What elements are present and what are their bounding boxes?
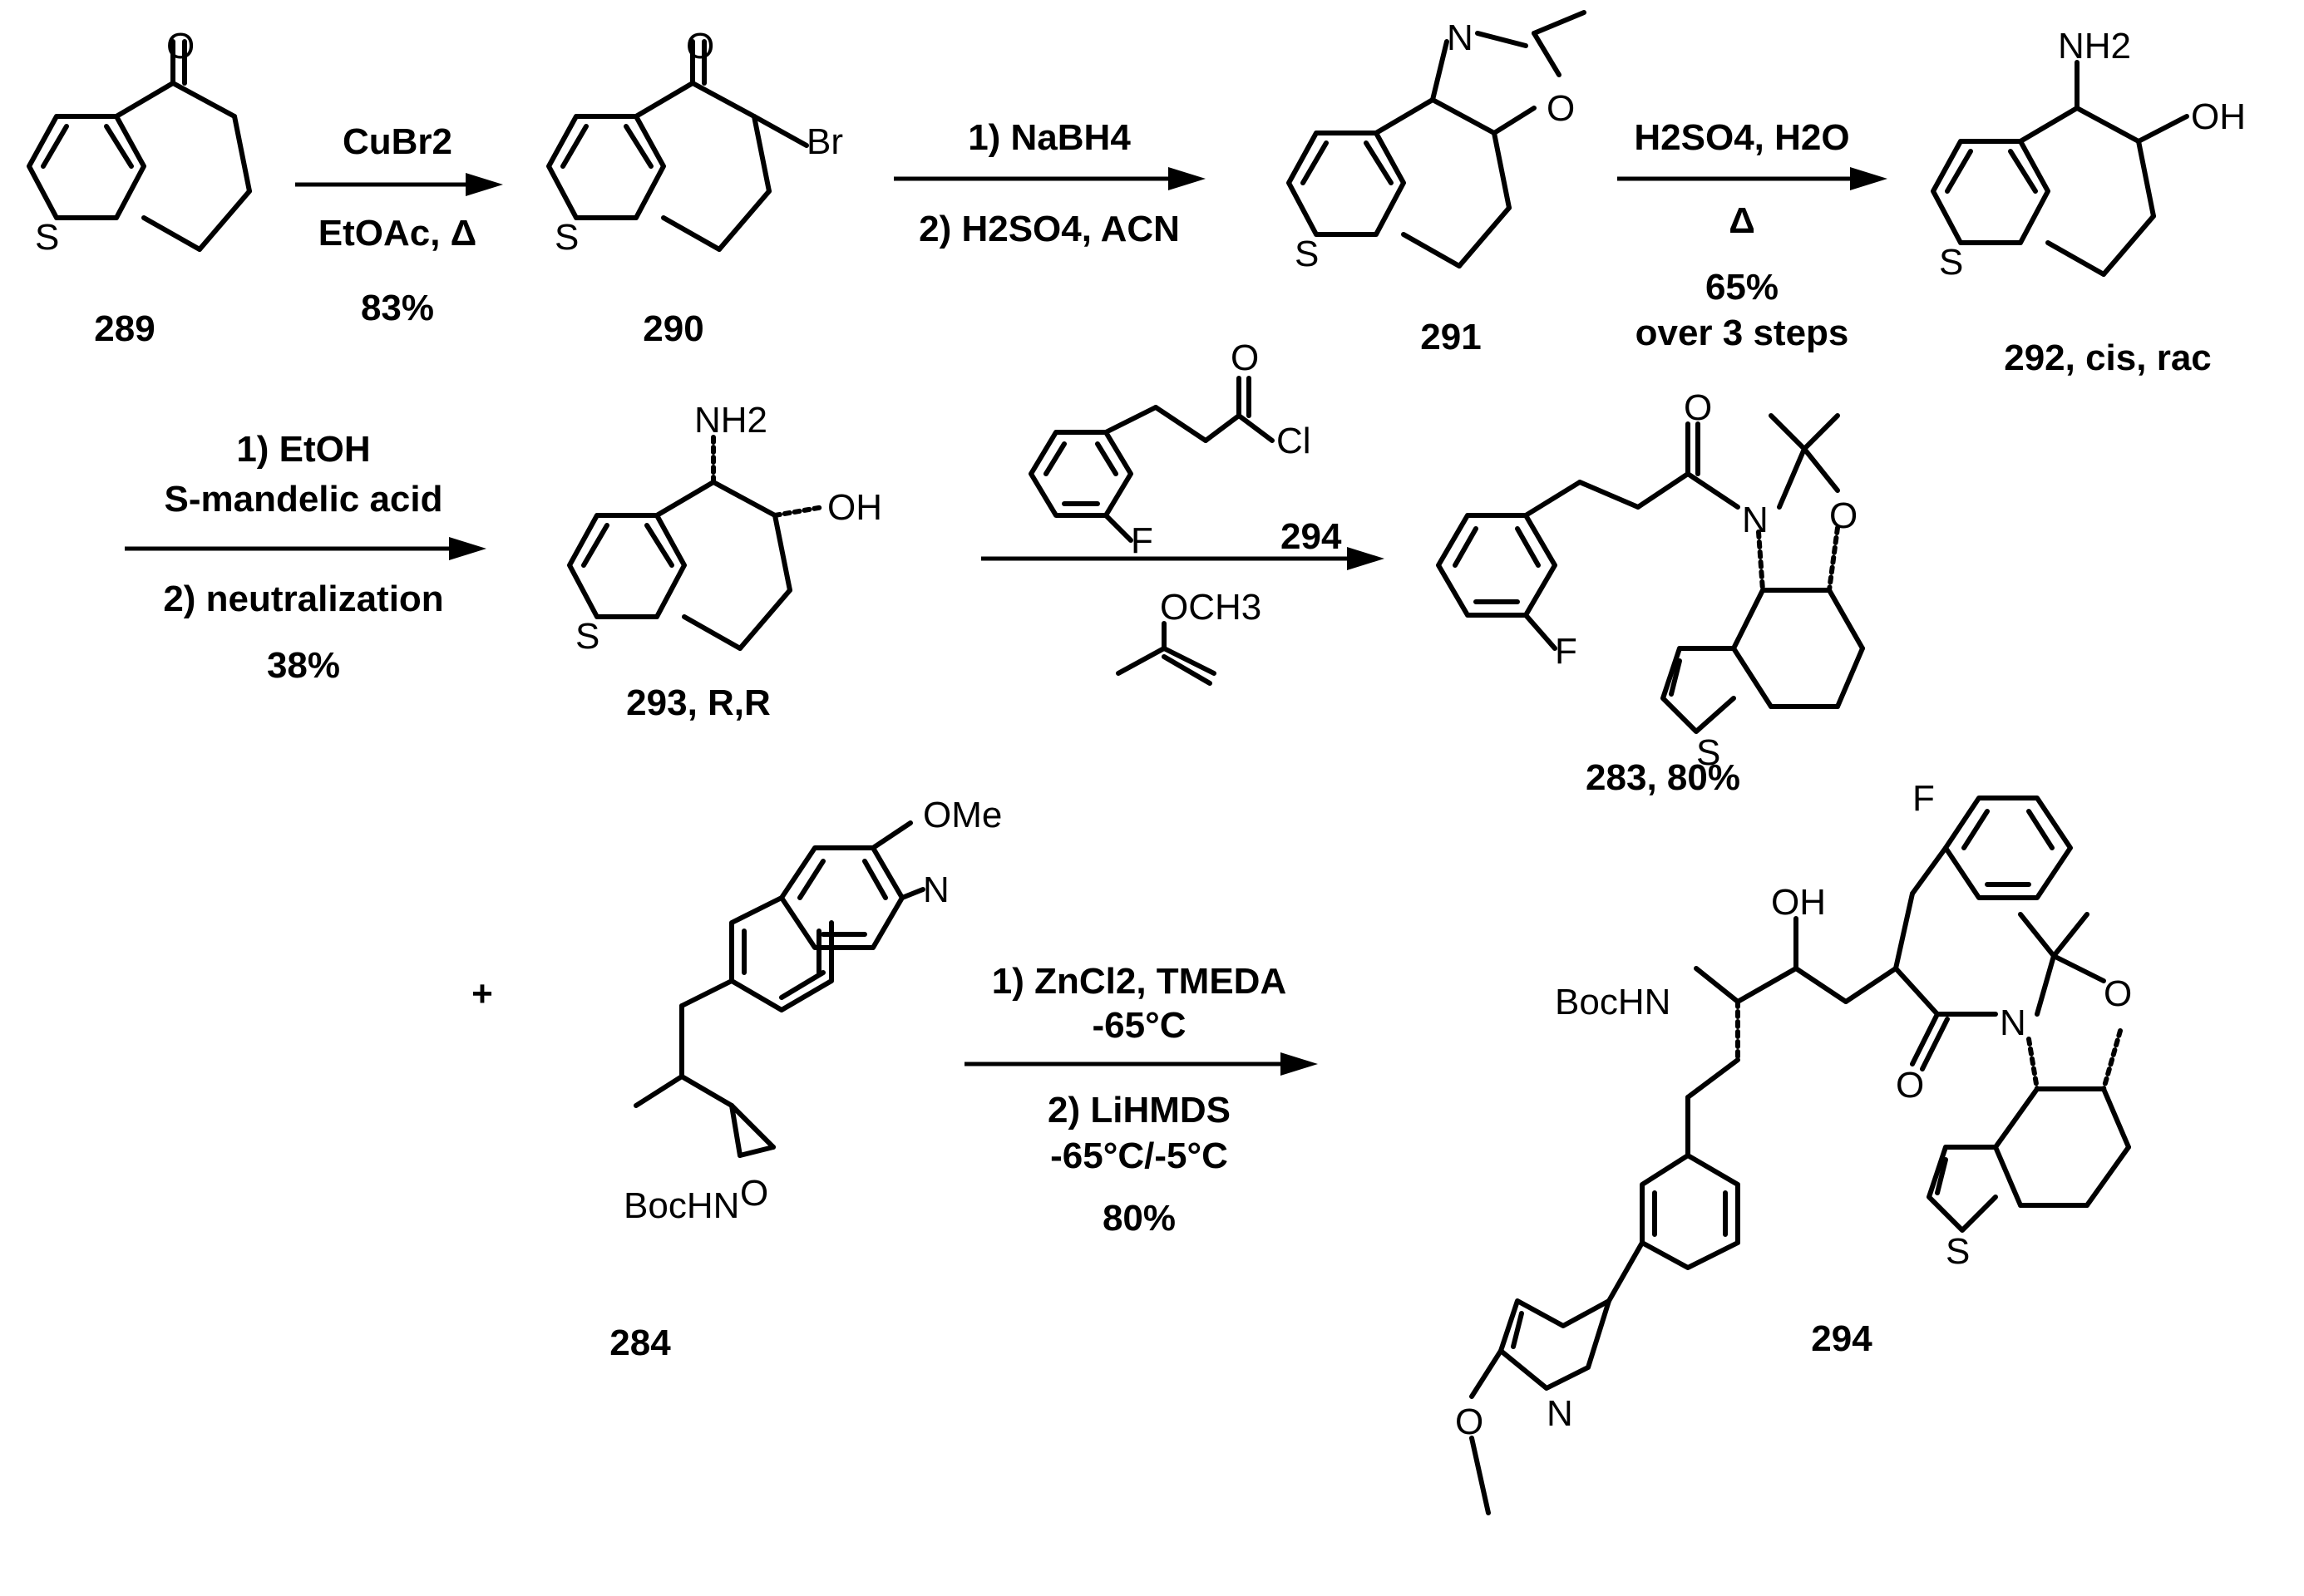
atom-o: O <box>1829 495 1858 536</box>
atom-o: O <box>1896 1065 1924 1106</box>
structure-289: O S <box>27 26 252 258</box>
arrow-step3 <box>1617 167 1887 190</box>
atom-n: N <box>1742 500 1769 540</box>
atom-n: N <box>923 869 950 910</box>
cond-step1-above: CuBr2 <box>343 121 452 162</box>
cond-step3-yield: 65% <box>1705 267 1779 308</box>
atom-s: S <box>555 217 579 258</box>
atom-f: F <box>1912 778 1935 819</box>
atom-n: N <box>1447 17 1473 58</box>
reagent-methoxypropene: OCH3 <box>1116 587 1261 686</box>
cond-step4-below: 2) neutralization <box>163 579 443 619</box>
atom-n: N <box>2000 1002 2026 1043</box>
cond-step2-above: 1) NaBH4 <box>968 117 1131 158</box>
atom-oh: OH <box>1771 882 1826 923</box>
cond-step1-below: EtOAc, Δ <box>318 213 477 254</box>
cond-step4-yield: 38% <box>267 645 340 686</box>
atom-s: S <box>1946 1231 1970 1272</box>
atom-cl: Cl <box>1276 421 1311 461</box>
cond-step3-note: over 3 steps <box>1635 313 1849 353</box>
structure-290: O S Br <box>546 26 843 258</box>
cond-step4-line2: S-mandelic acid <box>164 479 442 520</box>
atom-boc: BocHN <box>624 1185 739 1226</box>
atom-s: S <box>575 616 599 657</box>
atom-f: F <box>1555 631 1577 672</box>
atom-oh: OH <box>2191 96 2246 137</box>
cond-step6-line4: -65°C/-5°C <box>1050 1135 1228 1176</box>
atom-ome: OMe <box>923 795 1002 835</box>
atom-och3: OCH3 <box>1160 587 1261 628</box>
atom-o: O <box>166 26 195 66</box>
structure-293: NH2 OH S <box>567 400 882 657</box>
cond-step6-line2: -65°C <box>1093 1005 1187 1046</box>
label-283: 283, 80% <box>1586 757 1740 798</box>
cond-step4-line1: 1) EtOH <box>236 429 370 470</box>
atom-o: O <box>1547 88 1575 129</box>
atom-n: N <box>1547 1393 1573 1434</box>
label-289: 289 <box>94 308 155 349</box>
reagent-294: O Cl F <box>1029 337 1311 561</box>
arrow-step6 <box>965 1052 1318 1076</box>
cond-step2-below: 2) H2SO4, ACN <box>919 209 1180 249</box>
label-293: 293, R,R <box>626 682 771 723</box>
cond-step3-below: Δ <box>1729 200 1755 241</box>
structure-284: BocHN O OMe N <box>624 795 1002 1226</box>
atom-o: O <box>2104 973 2132 1014</box>
arrow-step1 <box>295 173 503 196</box>
atom-s: S <box>35 217 59 258</box>
structure-294-product: F OH BocHN O N O S N O <box>1455 778 2132 1515</box>
arrow-step4 <box>125 537 486 560</box>
atom-o: O <box>686 26 714 66</box>
arrow-step2 <box>894 167 1206 190</box>
cond-step1-yield: 83% <box>361 288 434 328</box>
atom-s: S <box>1696 732 1720 773</box>
atom-o: O <box>1455 1401 1483 1442</box>
atom-s: S <box>1939 242 1963 283</box>
atom-o: O <box>1231 337 1259 378</box>
atom-s: S <box>1295 234 1319 274</box>
label-294-reagent: 294 <box>1280 516 1342 557</box>
atom-boc: BocHN <box>1555 982 1670 1022</box>
cond-step6-line3: 2) LiHMDS <box>1048 1090 1231 1130</box>
atom-f: F <box>1131 520 1153 561</box>
arrow-step5 <box>981 547 1384 570</box>
atom-br: Br <box>807 121 843 162</box>
label-294-product: 294 <box>1811 1318 1872 1359</box>
label-290: 290 <box>643 308 703 349</box>
cond-step3-above: H2SO4, H2O <box>1634 117 1849 158</box>
cond-step6-line1: 1) ZnCl2, TMEDA <box>992 961 1286 1002</box>
structure-291: N O S <box>1286 10 1586 274</box>
atom-nh2: NH2 <box>694 400 767 441</box>
label-291: 291 <box>1420 317 1481 357</box>
atom-oh: OH <box>827 487 882 528</box>
atom-nh2: NH2 <box>2058 26 2131 66</box>
label-284: 284 <box>609 1323 671 1363</box>
structure-283: O N O F S <box>1436 387 1865 773</box>
atom-o: O <box>1684 387 1712 428</box>
plus-sign: + <box>471 973 493 1014</box>
structure-292: NH2 OH S <box>1931 26 2246 283</box>
label-292: 292, cis, rac <box>2004 337 2212 378</box>
atom-o: O <box>740 1173 768 1214</box>
cond-step6-yield: 80% <box>1103 1198 1176 1239</box>
